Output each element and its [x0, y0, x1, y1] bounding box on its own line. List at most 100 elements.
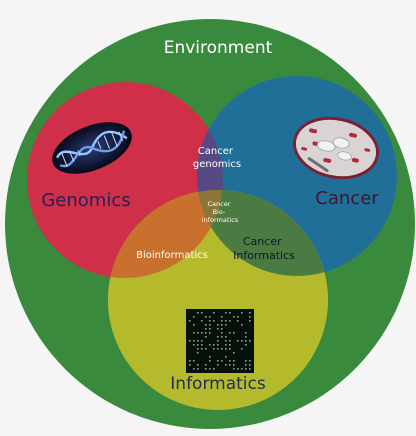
chip-spot [233, 360, 235, 362]
chip-spot [205, 336, 207, 338]
chip-spot [197, 364, 199, 366]
chip-spot [229, 320, 231, 322]
chip-spot [245, 364, 247, 366]
chip-spot [189, 364, 191, 366]
chip-spot [197, 340, 199, 342]
microarray-chip-icon [186, 309, 254, 373]
chip-spot [229, 312, 231, 314]
chip-spot [209, 332, 211, 334]
chip-spot [249, 364, 251, 366]
chip-spot [225, 348, 227, 350]
chip-spot [221, 320, 223, 322]
center-overlap-label: Cancer Bio- informatics [202, 200, 239, 224]
chip-spot [233, 364, 235, 366]
chip-spot [201, 332, 203, 334]
chip-spot [241, 368, 243, 370]
environment-label: Environment [164, 38, 273, 58]
chip-spot [205, 328, 207, 330]
chip-spot [245, 344, 247, 346]
chip-spot [193, 344, 195, 346]
chip-spot [205, 316, 207, 318]
chip-spot [225, 312, 227, 314]
chip-spot [205, 368, 207, 370]
chip-spot [225, 356, 227, 358]
chip-spot [209, 360, 211, 362]
chip-spot [225, 364, 227, 366]
chip-spot [225, 344, 227, 346]
chip-spot [201, 312, 203, 314]
chip-spot [249, 340, 251, 342]
chip-spot [213, 312, 215, 314]
chip-spot [193, 332, 195, 334]
chip-spot [221, 348, 223, 350]
chip-spot [189, 320, 191, 322]
chip-spot [225, 340, 227, 342]
chip-spot [201, 348, 203, 350]
chip-spot [193, 368, 195, 370]
chip-spot [201, 320, 203, 322]
chip-spot [225, 336, 227, 338]
chip-spot [241, 324, 243, 326]
chip-spot [249, 312, 251, 314]
chip-spot [217, 348, 219, 350]
chip-spot [197, 332, 199, 334]
chip-spot [213, 320, 215, 322]
chip-spot [217, 360, 219, 362]
chip-spot [233, 352, 235, 354]
chip-spot [205, 324, 207, 326]
informatics-label: Informatics [170, 374, 266, 394]
chip-spot [209, 316, 211, 318]
chip-spot [245, 360, 247, 362]
chip-spot [237, 340, 239, 342]
chip-spot [209, 320, 211, 322]
chip-spot [209, 344, 211, 346]
chip-spot [221, 360, 223, 362]
chip-spot [197, 312, 199, 314]
chip-spot [193, 324, 195, 326]
chip-spot [249, 316, 251, 318]
chip-spot [225, 320, 227, 322]
chip-spot [197, 368, 199, 370]
chip-spot [229, 348, 231, 350]
chip-spot [237, 368, 239, 370]
chip-spot [217, 340, 219, 342]
chip-spot [229, 360, 231, 362]
chip-spot [249, 368, 251, 370]
chip-spot [245, 340, 247, 342]
pills-icon [292, 116, 380, 180]
chip-spot [213, 348, 215, 350]
chip-spot [193, 316, 195, 318]
chip-spot [221, 316, 223, 318]
chip-spot [213, 344, 215, 346]
chip-spot [233, 368, 235, 370]
chip-spot [225, 324, 227, 326]
chip-spot [217, 324, 219, 326]
chip-spot [233, 332, 235, 334]
chip-spot [245, 332, 247, 334]
chip-spot [209, 328, 211, 330]
chip-spot [229, 344, 231, 346]
chip-spot [209, 368, 211, 370]
chip-spot [193, 340, 195, 342]
chip-spot [209, 356, 211, 358]
chip-spot [229, 364, 231, 366]
chip-spot [221, 324, 223, 326]
chip-spot [193, 360, 195, 362]
cancer-informatics-label: Cancer Informatics [233, 235, 295, 262]
chip-spot [189, 360, 191, 362]
chip-spot [241, 348, 243, 350]
chip-spot [201, 340, 203, 342]
chip-spot [217, 364, 219, 366]
chip-spot [197, 352, 199, 354]
chip-spot [217, 336, 219, 338]
chip-spot [201, 344, 203, 346]
bioinformatics-label: Bioinformatics [136, 250, 208, 261]
chip-spot [197, 344, 199, 346]
chip-spot [209, 324, 211, 326]
chip-spot [233, 316, 235, 318]
chip-spot [221, 332, 223, 334]
chip-spot [221, 328, 223, 330]
dna-helix-icon [52, 122, 132, 174]
chip-spot [245, 336, 247, 338]
chip-spot [217, 328, 219, 330]
